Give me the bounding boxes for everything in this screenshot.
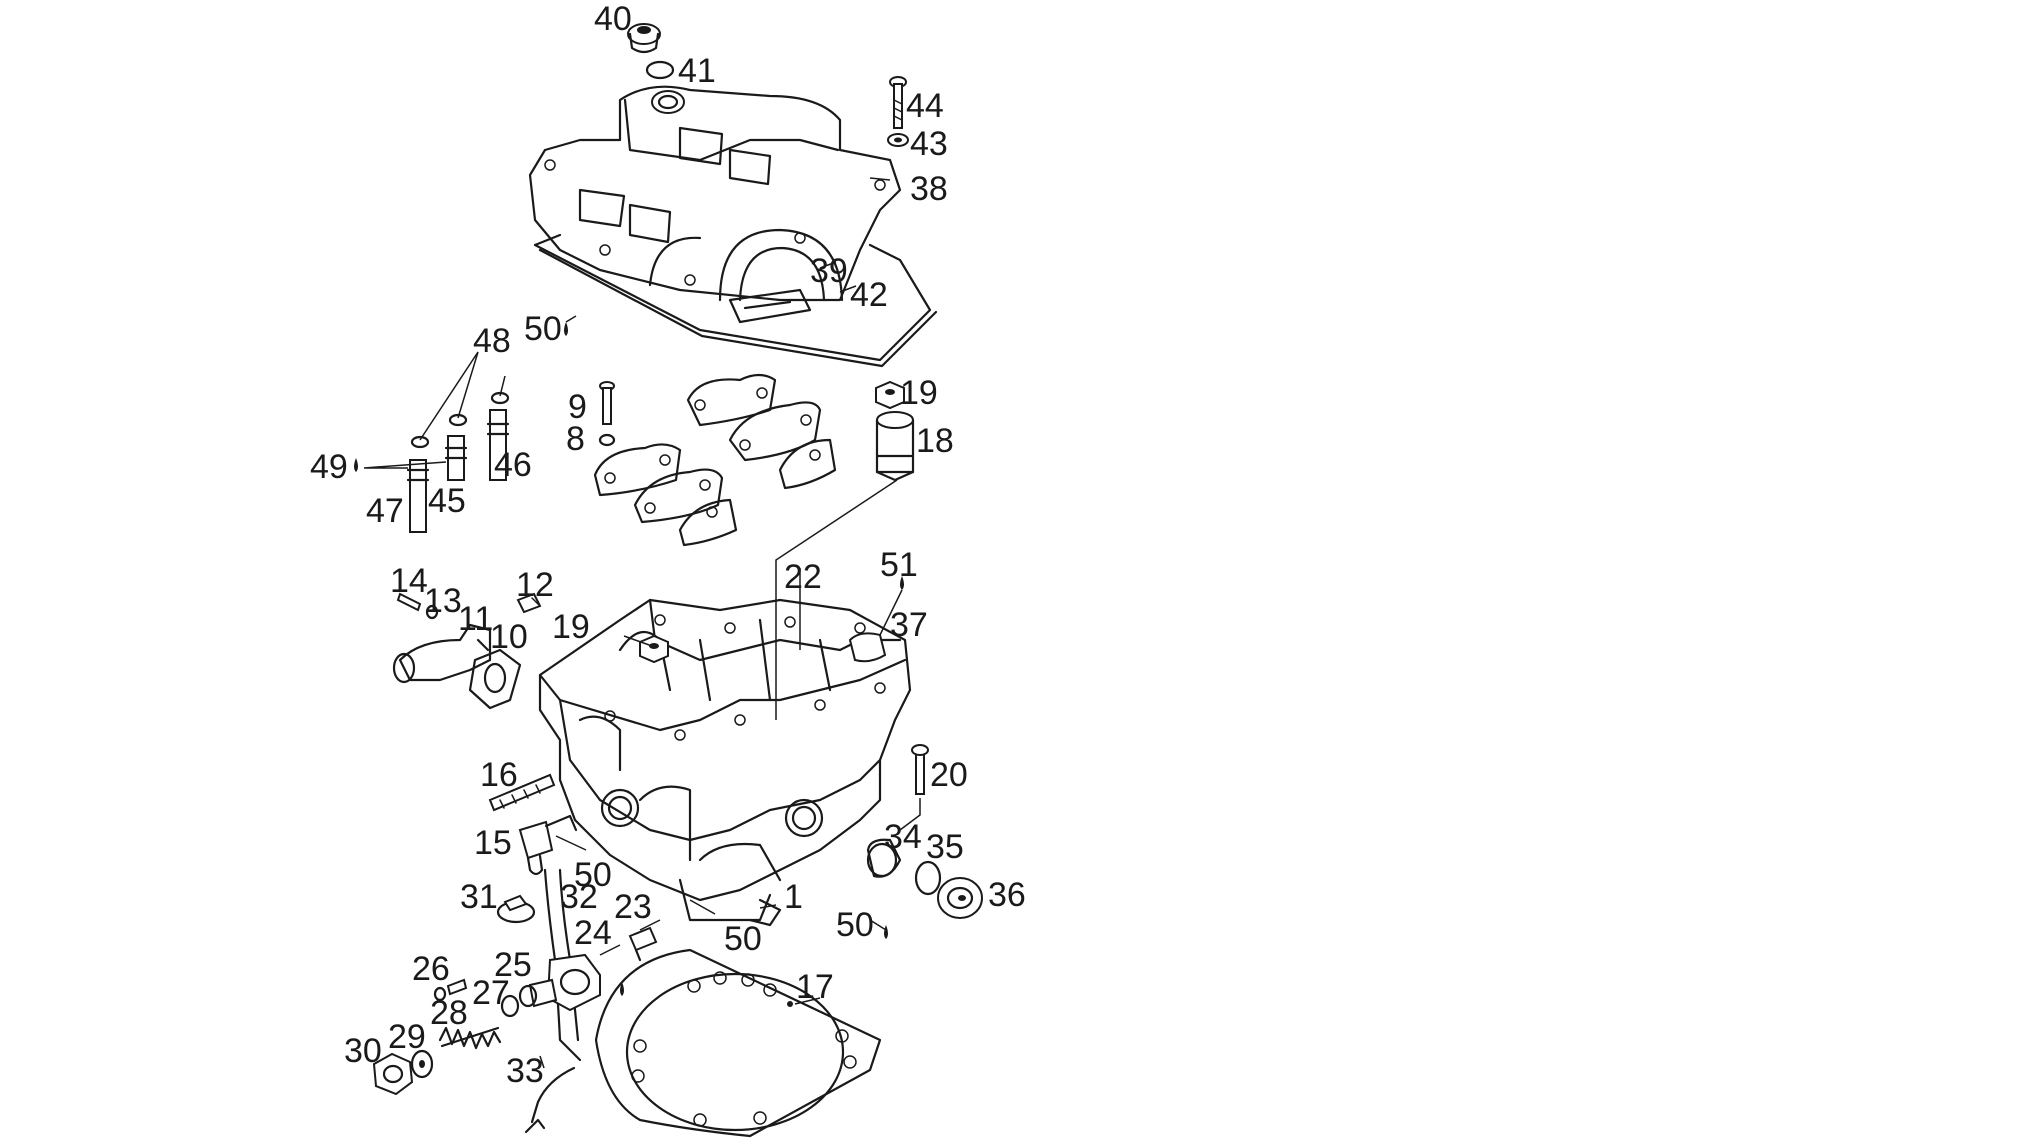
- label-12: 12: [516, 566, 554, 604]
- valve-cover: [528, 23, 902, 324]
- cover-bolt: [887, 76, 909, 147]
- label-46: 46: [494, 446, 532, 484]
- label-24: 24: [574, 914, 612, 952]
- sensor-25: [518, 953, 601, 1012]
- label-28: 28: [430, 994, 468, 1032]
- label-39: 39: [810, 252, 848, 290]
- label-38: 38: [910, 170, 948, 208]
- label-35: 35: [926, 828, 964, 866]
- label-36: 36: [988, 876, 1026, 914]
- label-13: 13: [424, 582, 462, 620]
- label-20: 20: [930, 756, 968, 794]
- fitting: [518, 814, 578, 876]
- label-50c: 50: [836, 906, 874, 944]
- label-32: 32: [560, 878, 598, 916]
- head-gasket: [594, 948, 882, 1138]
- label-41: 41: [678, 52, 716, 90]
- label-34: 34: [884, 818, 922, 856]
- label-50a: 50: [524, 310, 562, 348]
- label-22: 22: [784, 558, 822, 596]
- label-9: 9: [568, 388, 587, 426]
- cylinder-head: [538, 598, 912, 927]
- label-19b: 19: [552, 608, 590, 646]
- cap-bolt: [598, 381, 616, 447]
- hose-clamp: [496, 894, 536, 924]
- label-48: 48: [473, 322, 511, 360]
- label-45: 45: [428, 482, 466, 520]
- valve-guides: [354, 391, 510, 533]
- label-14: 14: [390, 562, 428, 600]
- label-29: 29: [388, 1018, 426, 1056]
- label-47: 47: [366, 492, 404, 530]
- label-23: 23: [614, 888, 652, 926]
- nut-30: [372, 1052, 414, 1096]
- label-17: 17: [796, 968, 834, 1006]
- cam-caps: [593, 373, 837, 547]
- label-44: 44: [906, 87, 944, 125]
- label-51: 51: [880, 546, 918, 584]
- label-8: 8: [566, 420, 585, 458]
- label-19a: 19: [900, 374, 938, 412]
- label-25: 25: [494, 946, 532, 984]
- label-11: 11: [458, 600, 493, 638]
- label-37: 37: [890, 606, 928, 644]
- label-30: 30: [344, 1032, 382, 1070]
- label-50d: 50: [724, 920, 762, 958]
- outlet-elbow: [392, 592, 542, 710]
- label-42: 42: [850, 276, 888, 314]
- label-27: 27: [472, 974, 510, 1012]
- label-31: 31: [460, 878, 498, 916]
- cover-gasket: [533, 233, 932, 362]
- label-16: 16: [480, 756, 518, 794]
- tensioner: [875, 380, 915, 482]
- part-labels: 40 41 44 43 38 39 42 50 48 9 8 19 18 49 …: [310, 0, 1026, 1090]
- label-33: 33: [506, 1052, 544, 1090]
- label-40: 40: [594, 0, 632, 38]
- label-1: 1: [784, 878, 803, 916]
- label-50b: 50: [574, 856, 612, 894]
- leader-lines: [539, 177, 891, 1069]
- label-18: 18: [916, 422, 954, 460]
- label-10: 10: [490, 618, 528, 656]
- plug-36: [937, 877, 983, 919]
- label-26: 26: [412, 950, 450, 988]
- label-15: 15: [474, 824, 512, 862]
- label-43: 43: [910, 125, 948, 163]
- label-49: 49: [310, 448, 348, 486]
